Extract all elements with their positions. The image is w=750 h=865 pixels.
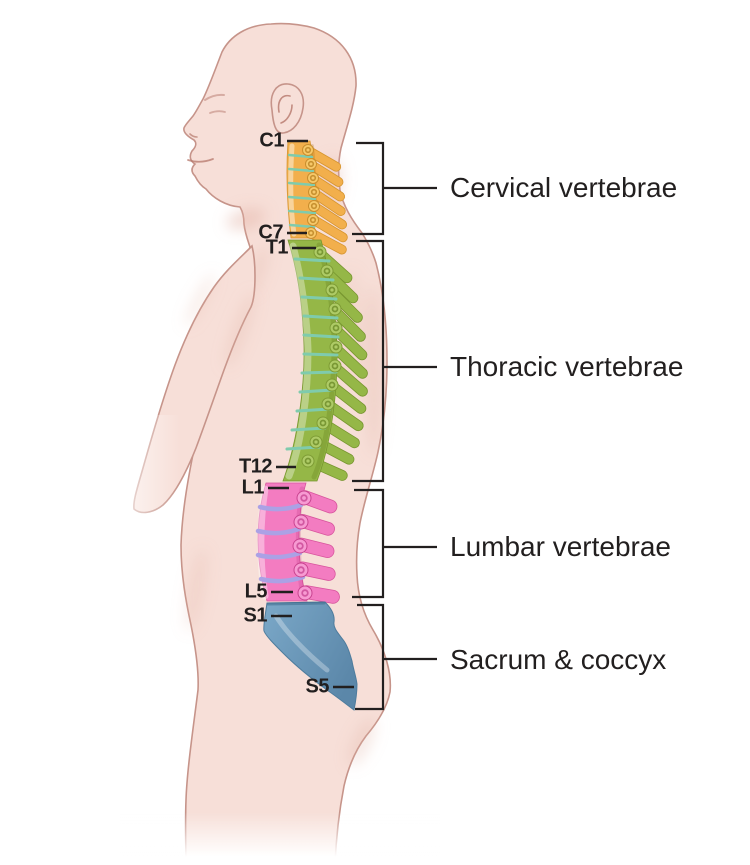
marker-label-t1: T1 [265,236,289,259]
sacrum-shape [263,601,358,711]
thoracic-facet-knobs [301,245,343,468]
marker-dashes [268,139,354,689]
marker-label-t12: T12 [239,455,272,478]
cervical-bracket [352,141,437,236]
marker-label-s5: S5 [305,675,330,698]
lumbar-bracket [352,488,437,599]
annotation-brackets [352,141,437,711]
arm-shading [184,273,256,368]
sacrum-coccyx-segment [263,601,358,711]
cervical-facet-knobs [302,144,320,239]
ear [270,83,305,134]
cervical-spine-segment [286,140,350,257]
lumbar-discs [255,502,306,584]
region-label-thoracic: Thoracic vertebrae [450,351,684,382]
region-label-sacrum: Sacrum & coccyx [450,644,667,675]
lumbar-facet-knobs [292,490,313,601]
arm-fade [30,415,180,530]
thoracic-spine-segment [282,239,370,483]
marker-label-s1: S1 [243,604,268,627]
cervical-discs [287,153,317,229]
thoracic-bracket [352,239,437,483]
marker-label-c1: C1 [259,129,284,152]
bottom-fade [120,812,440,865]
marker-label-l5: L5 [244,580,268,603]
face-features [187,93,226,163]
marker-label-c7: C7 [258,221,283,244]
sacrum-bracket [355,603,437,711]
region-label-cervical: Cervical vertebrae [450,172,678,203]
region-label-lumbar: Lumbar vertebrae [450,531,672,562]
lumbar-spine-segment [255,482,341,605]
marker-label-l1: L1 [241,476,265,499]
